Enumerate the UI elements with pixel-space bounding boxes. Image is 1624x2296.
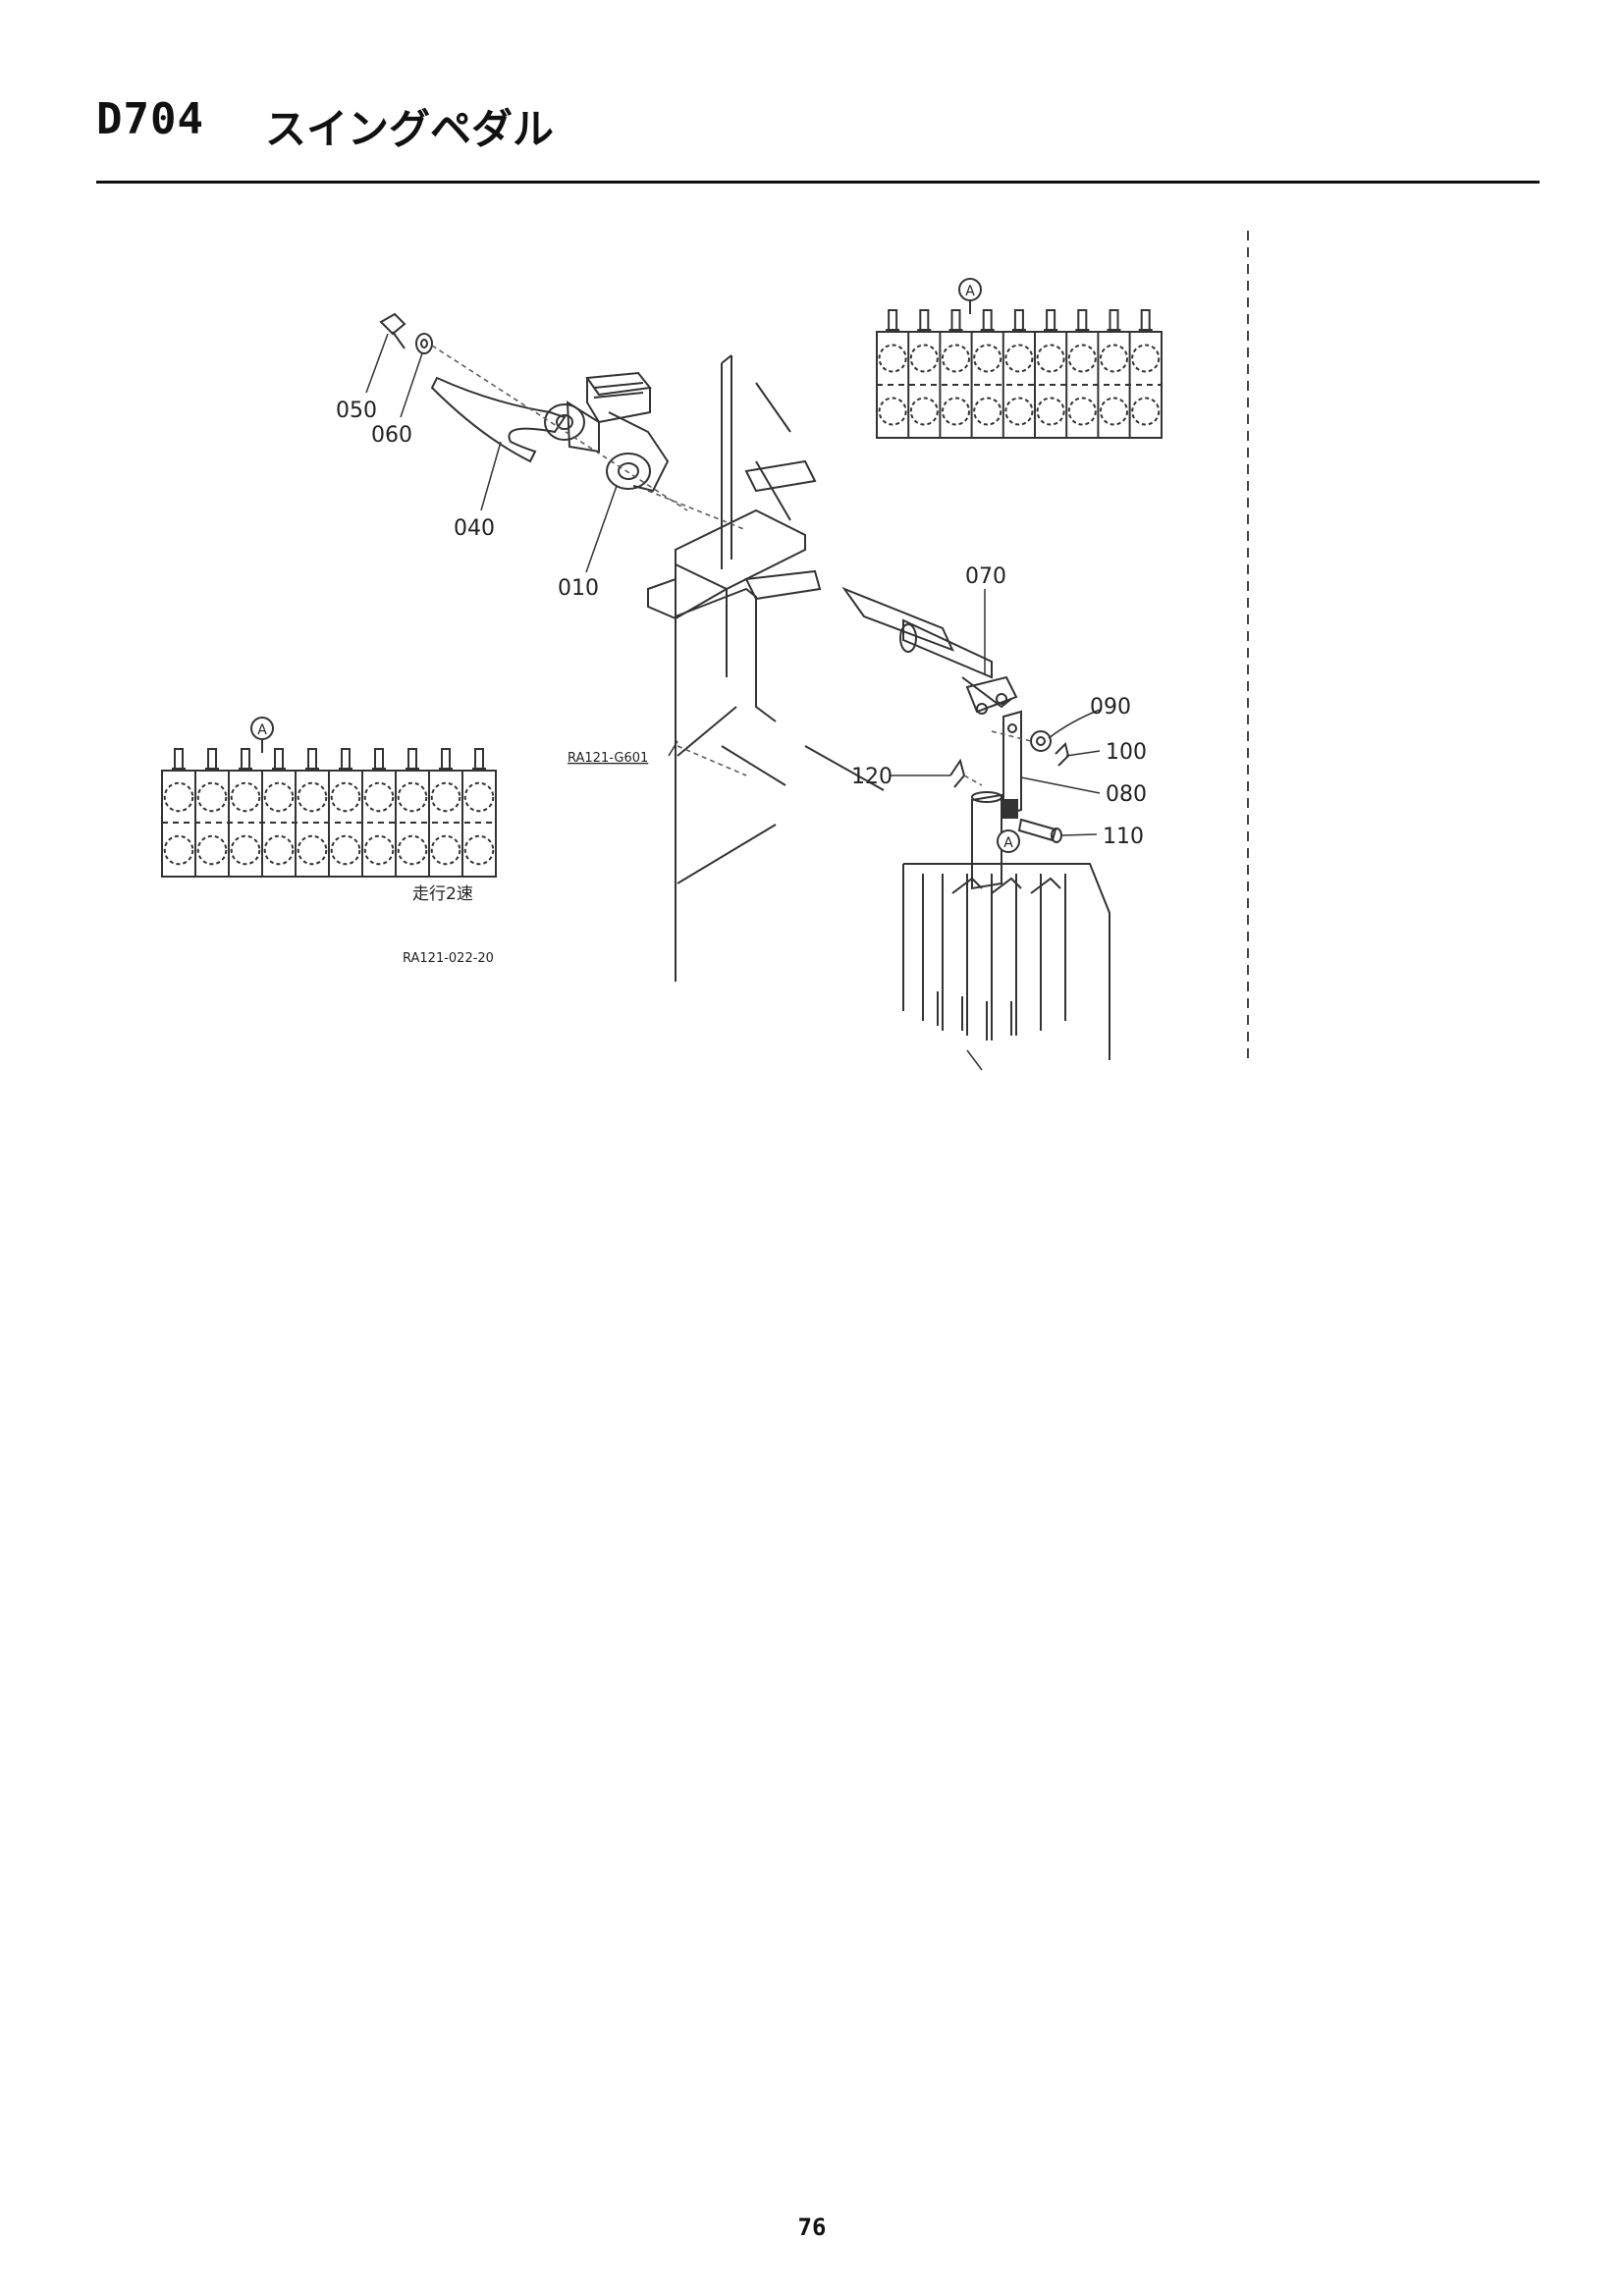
leader-lines <box>365 333 1101 1071</box>
bolt-050 <box>379 312 406 349</box>
shaft-070 <box>841 586 1018 715</box>
valve-block-top <box>876 309 1163 439</box>
callout-100: 100 <box>1106 740 1147 765</box>
parts-diagram: A A A 050 060 040 010 070 090 100 080 11… <box>161 231 1249 1071</box>
assembly-reference: RA121-G601 <box>568 751 648 766</box>
callout-070: 070 <box>965 564 1006 589</box>
washer-090 <box>1030 730 1052 752</box>
header-rule <box>96 181 1540 184</box>
callout-010: 010 <box>558 576 599 601</box>
lever-040 <box>430 376 585 463</box>
section-code: D704 <box>96 94 204 144</box>
pin-110 <box>1017 818 1062 843</box>
section-title: スイングペダル <box>265 105 555 153</box>
svg-text:A: A <box>1003 835 1013 851</box>
callout-040: 040 <box>454 516 495 541</box>
valve-rod <box>971 791 1002 890</box>
svg-text:A: A <box>965 284 975 299</box>
link-080 <box>1002 710 1022 819</box>
callout-080: 080 <box>1106 782 1147 807</box>
svg-text:A: A <box>257 722 267 738</box>
callout-110: 110 <box>1103 825 1144 849</box>
callout-090: 090 <box>1090 695 1131 720</box>
page-number: 76 <box>797 2214 827 2241</box>
drawing-number: RA121-022-20 <box>403 951 494 966</box>
valve-block-left <box>161 748 497 878</box>
pin-100 <box>1055 742 1070 767</box>
marker-a-rod: A <box>997 829 1020 853</box>
frame-plate <box>647 354 1110 1060</box>
left-valve-caption: 走行2速 <box>412 884 473 904</box>
pin-120 <box>949 758 966 788</box>
assembly-lines <box>431 345 1032 786</box>
callout-050: 050 <box>336 399 377 423</box>
marker-a-top: A <box>958 278 982 314</box>
callout-060: 060 <box>371 423 412 448</box>
washer-060 <box>415 333 433 354</box>
pedal-010 <box>566 371 670 493</box>
callout-120: 120 <box>851 765 893 789</box>
page-header: D704 スイングペダル <box>96 94 1540 185</box>
marker-a-left: A <box>250 717 274 753</box>
